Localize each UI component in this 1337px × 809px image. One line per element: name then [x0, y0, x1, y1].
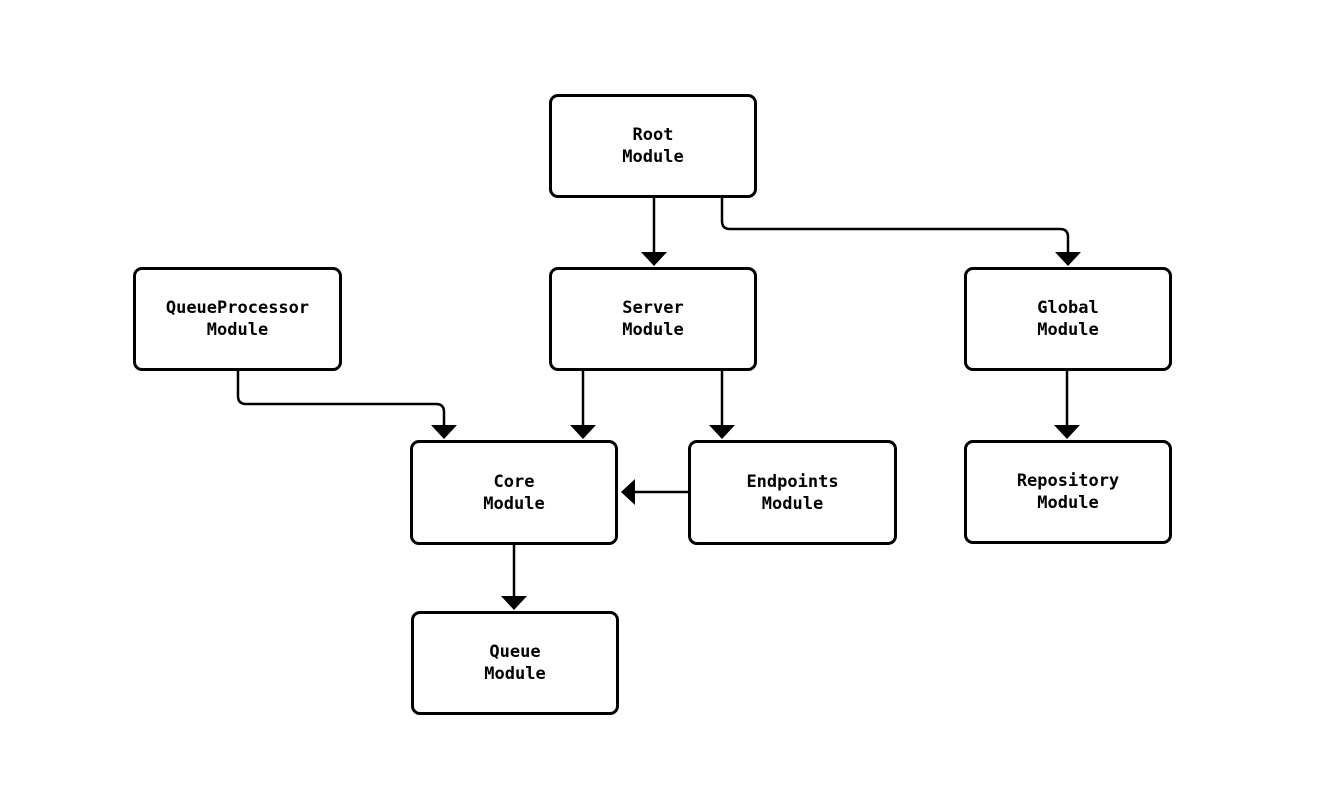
arrowhead-server-to-core — [570, 425, 596, 439]
node-queueprocessor-module: QueueProcessor Module — [133, 267, 342, 371]
node-label: Module — [484, 664, 546, 684]
node-label: Module — [206, 320, 269, 340]
arrowhead-core-to-queue — [501, 596, 527, 610]
node-label: Global — [1037, 298, 1099, 318]
node-label: Module — [622, 320, 684, 340]
arrowhead-root-to-server — [641, 252, 667, 266]
node-label: Queue — [489, 642, 541, 662]
node-label: Module — [483, 493, 545, 514]
node-label: Root — [632, 125, 674, 145]
node-server-module: Server Module — [549, 267, 757, 371]
node-label: Endpoints — [746, 471, 839, 492]
node-queue-module: Queue Module — [411, 611, 619, 715]
edge-queueprocessor-to-core — [236, 371, 446, 426]
node-repository-module: Repository Module — [964, 440, 1172, 544]
node-core-module: Core Module — [410, 440, 618, 545]
edge-root-to-global — [720, 198, 1070, 253]
node-label: Server — [622, 298, 684, 318]
arrowhead-global-to-repository — [1054, 425, 1080, 439]
node-label: Core — [493, 471, 535, 492]
node-global-module: Global Module — [964, 267, 1172, 371]
node-label: Module — [622, 147, 684, 167]
node-root-module: Root Module — [549, 94, 757, 198]
node-label: Module — [761, 493, 824, 514]
arrowhead-root-to-global — [1055, 252, 1081, 266]
arrowhead-queueprocessor-to-core — [431, 425, 457, 439]
node-label: QueueProcessor — [165, 298, 310, 318]
node-endpoints-module: Endpoints Module — [688, 440, 897, 545]
arrowhead-server-to-endpoints — [709, 425, 735, 439]
node-label: Module — [1037, 320, 1099, 340]
node-label: Repository — [1016, 471, 1120, 491]
node-label: Module — [1037, 493, 1099, 513]
arrowhead-endpoints-to-core — [621, 479, 635, 505]
